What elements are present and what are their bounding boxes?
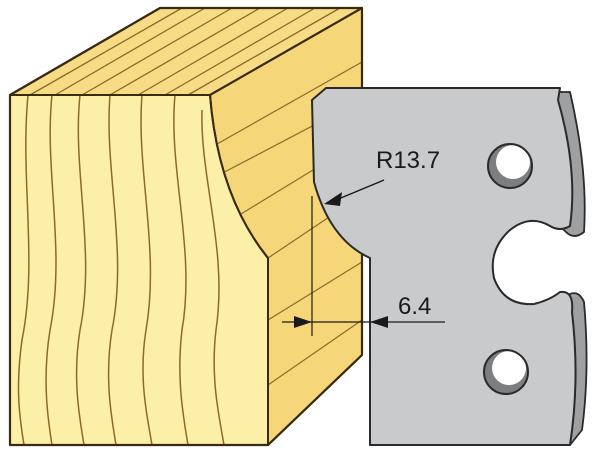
- upper-mounting-hole: [487, 143, 533, 189]
- depth-label: 6.4: [398, 293, 431, 320]
- radius-dimension: R13.7: [324, 147, 440, 206]
- depth-arrow-right: [370, 316, 388, 328]
- wood-profile-edge: [209, 94, 269, 445]
- wood-front-grain: [17, 94, 225, 446]
- wood-top-grain: [29, 7, 341, 96]
- cutter-knife: [311, 87, 588, 446]
- wood-outline: [8, 6, 364, 447]
- depth-arrow-left: [294, 316, 312, 328]
- radius-label: R13.7: [376, 147, 440, 174]
- depth-dimension: 6.4: [282, 196, 445, 336]
- radius-arrowhead: [324, 192, 342, 206]
- wood-block: [8, 6, 364, 447]
- lower-mounting-hole: [483, 349, 529, 395]
